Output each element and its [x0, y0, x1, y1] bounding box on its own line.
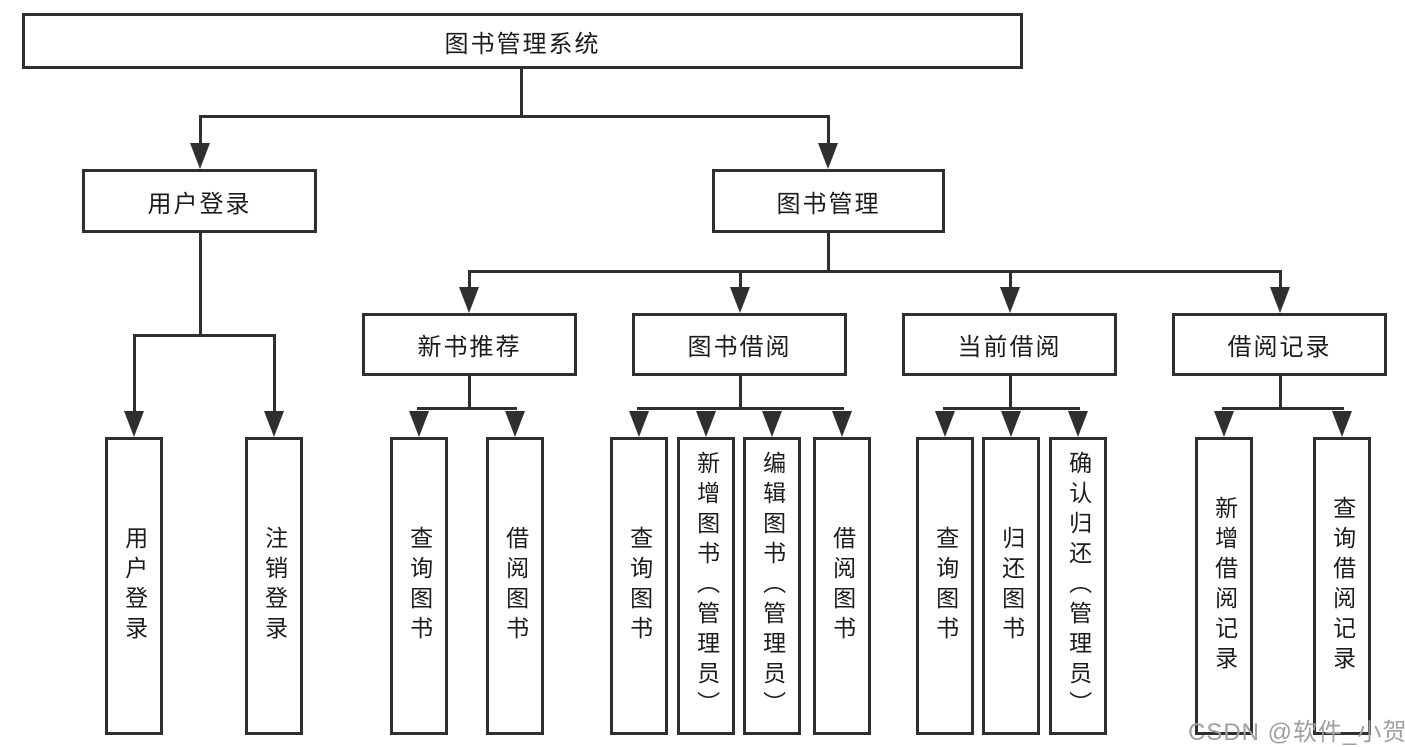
connector-vline: [1009, 270, 1012, 292]
leaf-newbooks-query-books: 查询图书: [390, 437, 448, 735]
connector-hline: [199, 115, 830, 118]
arrowhead-down-icon: [832, 411, 852, 437]
leaf-borrowing-query-books-label: 查询图书: [626, 526, 653, 646]
node-borrowing-records-label: 借阅记录: [1227, 334, 1332, 361]
node-root: 图书管理系统: [22, 13, 1023, 69]
leaf-borrowing-add-books-admin: 新增图书（管理员）: [677, 437, 735, 735]
arrowhead-down-icon: [1068, 411, 1088, 437]
arrowhead-down-icon: [409, 411, 429, 437]
arrowhead-down-icon: [1001, 411, 1021, 437]
connector-vline: [827, 115, 830, 149]
leaf-borrowing-edit-books-admin-label: 编辑图书（管理员）: [759, 451, 786, 721]
connector-hline: [417, 407, 517, 410]
leaf-borrowing-borrow-books: 借阅图书: [813, 437, 871, 735]
node-borrowing-records: 借阅记录: [1172, 313, 1387, 376]
arrowhead-down-icon: [459, 287, 479, 313]
arrowhead-down-icon: [124, 411, 144, 437]
leaf-borrowing-add-books-admin-label: 新增图书（管理员）: [693, 451, 720, 721]
connector-vline: [739, 376, 742, 410]
node-user-login-label: 用户登录: [147, 190, 252, 218]
node-new-book-recommend-label: 新书推荐: [417, 334, 522, 361]
leaf-current-confirm-return-admin: 确认归还（管理员）: [1049, 437, 1107, 735]
node-user-login: 用户登录: [82, 169, 317, 233]
connector-hline: [943, 407, 1080, 410]
csdn-watermark: CSDN @软件_小贺同学: [1188, 719, 1405, 746]
arrowhead-down-icon: [696, 411, 716, 437]
connector-hline: [1222, 407, 1344, 410]
arrowhead-down-icon: [1214, 411, 1234, 437]
arrowhead-down-icon: [190, 143, 210, 169]
node-root-label: 图书管理系统: [444, 30, 601, 58]
connector-vline: [199, 115, 202, 149]
leaf-logout: 注销登录: [245, 437, 303, 735]
leaf-logout-label: 注销登录: [261, 526, 288, 646]
arrowhead-down-icon: [629, 411, 649, 437]
arrowhead-down-icon: [935, 411, 955, 437]
leaf-current-query-books-label: 查询图书: [932, 526, 959, 646]
arrowhead-down-icon: [762, 411, 782, 437]
arrowhead-down-icon: [505, 411, 525, 437]
connector-vline: [468, 270, 471, 292]
connector-vline: [1279, 376, 1282, 410]
arrowhead-down-icon: [264, 411, 284, 437]
connector-vline: [739, 270, 742, 292]
leaf-newbooks-query-books-label: 查询图书: [406, 526, 433, 646]
arrowhead-down-icon: [1270, 287, 1290, 313]
connector-vline: [133, 334, 136, 414]
connector-vline: [273, 334, 276, 414]
leaf-newbooks-borrow-books-label: 借阅图书: [502, 526, 529, 646]
node-book-borrowing: 图书借阅: [632, 313, 847, 376]
leaf-current-return-books-label: 归还图书: [998, 526, 1025, 646]
leaf-records-add-record-label: 新增借阅记录: [1211, 496, 1238, 676]
leaf-current-query-books: 查询图书: [916, 437, 974, 735]
leaf-borrowing-borrow-books-label: 借阅图书: [829, 526, 856, 646]
connector-hline: [637, 407, 844, 410]
connector-vline: [199, 233, 202, 337]
leaf-user-login: 用户登录: [105, 437, 163, 735]
connector-vline: [827, 233, 830, 273]
leaf-user-login-label: 用户登录: [121, 526, 148, 646]
leaf-borrowing-query-books: 查询图书: [610, 437, 668, 735]
leaf-borrowing-edit-books-admin: 编辑图书（管理员）: [743, 437, 801, 735]
node-current-borrowing-label: 当前借阅: [957, 334, 1062, 361]
node-book-borrowing-label: 图书借阅: [687, 334, 792, 361]
arrowhead-down-icon: [730, 287, 750, 313]
leaf-current-return-books: 归还图书: [982, 437, 1040, 735]
node-book-management: 图书管理: [712, 169, 945, 233]
node-new-book-recommend: 新书推荐: [362, 313, 577, 376]
connector-vline: [1279, 270, 1282, 292]
leaf-records-add-record: 新增借阅记录: [1195, 437, 1253, 735]
arrowhead-down-icon: [818, 143, 838, 169]
leaf-current-confirm-return-admin-label: 确认归还（管理员）: [1065, 451, 1092, 721]
node-book-management-label: 图书管理: [776, 190, 881, 218]
leaf-newbooks-borrow-books: 借阅图书: [486, 437, 544, 735]
connector-hline: [468, 270, 1282, 273]
leaf-records-query-record-label: 查询借阅记录: [1329, 496, 1356, 676]
connector-vline: [520, 69, 523, 118]
connector-vline: [468, 376, 471, 410]
connector-hline: [133, 334, 276, 337]
node-current-borrowing: 当前借阅: [902, 313, 1117, 376]
arrowhead-down-icon: [1000, 287, 1020, 313]
arrowhead-down-icon: [1332, 411, 1352, 437]
connector-vline: [1009, 376, 1012, 410]
leaf-records-query-record: 查询借阅记录: [1313, 437, 1371, 735]
